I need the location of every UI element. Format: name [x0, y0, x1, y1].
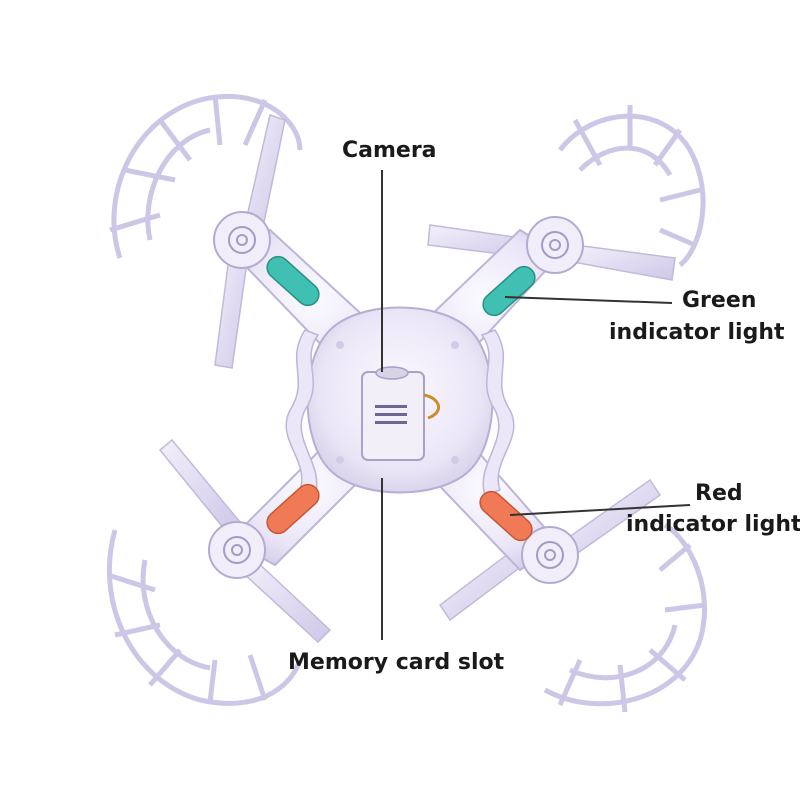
green-indicator-lights	[266, 255, 536, 317]
memory-card-label: Memory card slot	[288, 650, 505, 675]
red-leader-line	[509, 504, 691, 516]
red-label-line1: Red	[695, 481, 743, 506]
guard-top-right	[558, 105, 706, 267]
motor-hub-details	[223, 226, 569, 569]
camera-label: Camera	[342, 138, 437, 163]
guard-top-left	[109, 93, 303, 259]
motor-hubs	[208, 211, 584, 584]
green-leader-line	[504, 296, 673, 304]
camera-module	[361, 366, 440, 461]
red-label-line2: indicator light	[626, 512, 800, 537]
green-label-line1: Green	[682, 288, 757, 313]
guard-bottom-left	[106, 529, 303, 706]
leader-lines	[381, 170, 691, 640]
propeller-blades	[158, 114, 676, 644]
guard-bottom-right	[543, 522, 707, 713]
green-label-line2: indicator light	[609, 320, 785, 345]
red-indicator-lights	[266, 483, 533, 542]
